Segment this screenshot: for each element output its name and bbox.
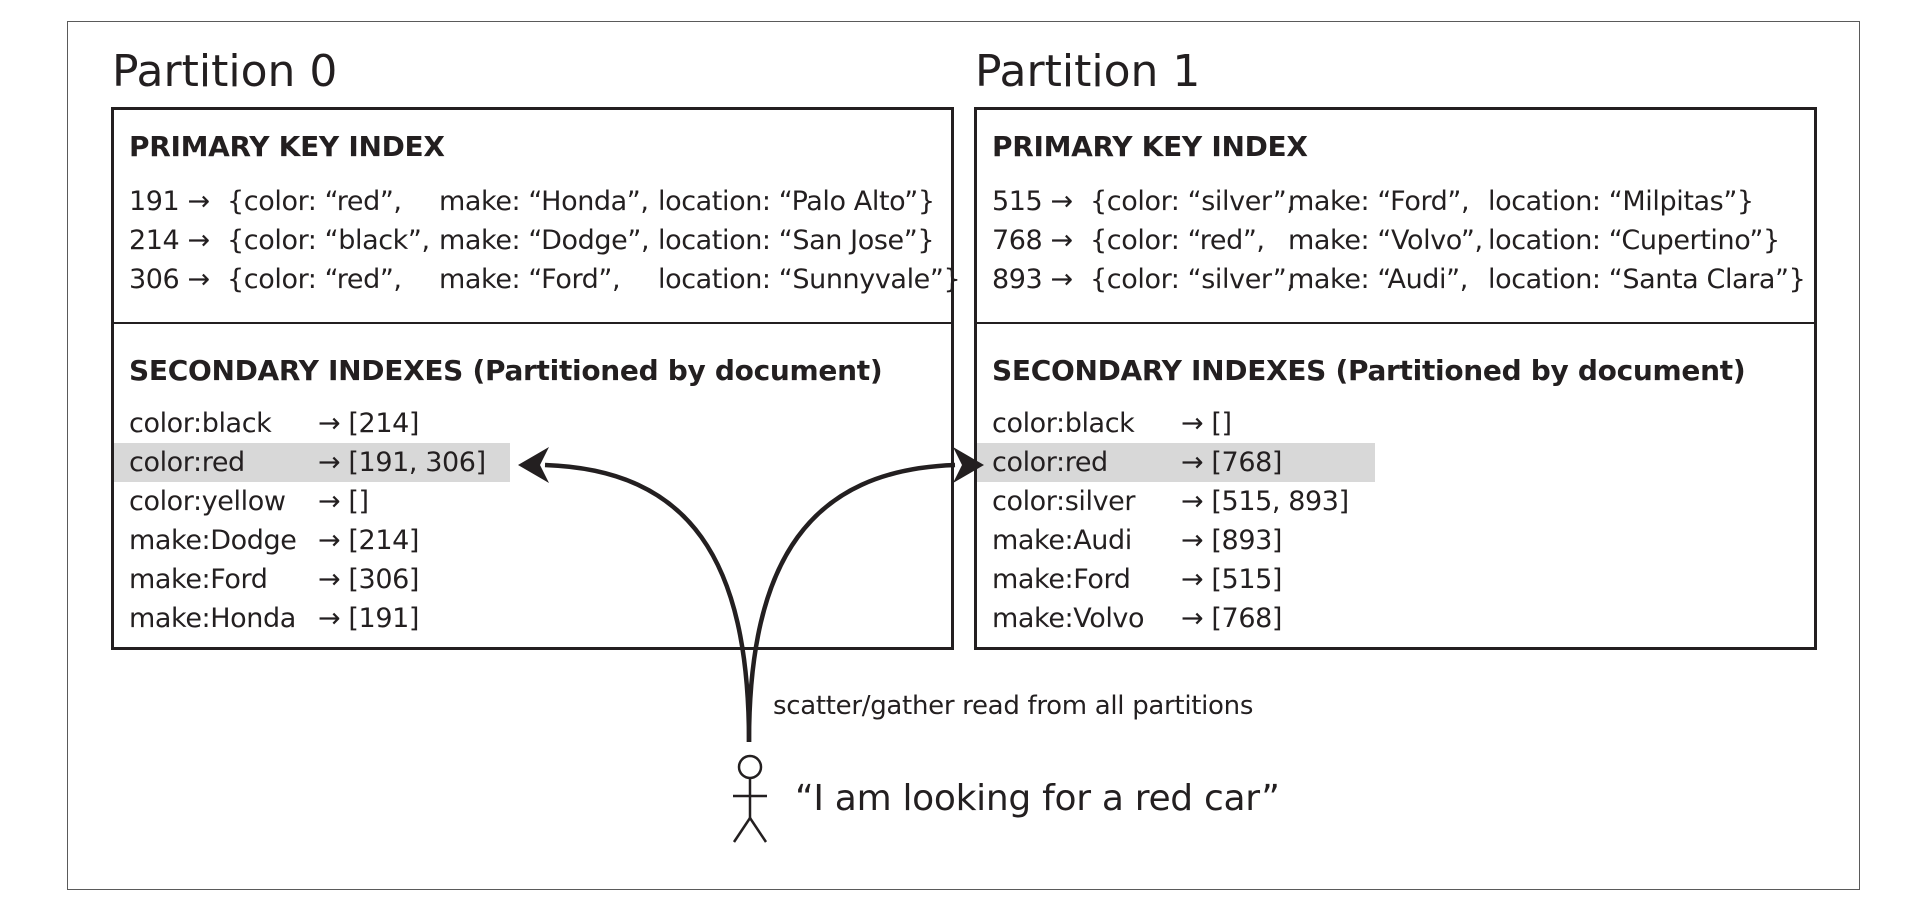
index-doc-ids: → [] bbox=[318, 486, 369, 517]
doc-color: {color: “silver”, bbox=[1090, 264, 1295, 295]
doc-make: make: “Volvo”, bbox=[1288, 225, 1483, 256]
secondary-indexes-heading: SECONDARY INDEXES (Partitioned by docume… bbox=[992, 354, 1746, 387]
doc-color: {color: “red”, bbox=[227, 186, 402, 217]
doc-make: make: “Honda”, bbox=[439, 186, 649, 217]
doc-location: location: “Santa Clara”} bbox=[1488, 264, 1806, 295]
doc-make: make: “Ford”, bbox=[439, 264, 621, 295]
primary-key-row: 515 → {color: “silver”, make: “Ford”, lo… bbox=[992, 182, 1812, 221]
doc-make: make: “Dodge”, bbox=[439, 225, 650, 256]
primary-key-row: 214 → {color: “black”, make: “Dodge”, lo… bbox=[129, 221, 949, 260]
primary-key-row: 768 → {color: “red”, make: “Volvo”, loca… bbox=[992, 221, 1812, 260]
doc-make: make: “Ford”, bbox=[1288, 186, 1470, 217]
secondary-index-rows: color:black → [] color:red → [768] color… bbox=[977, 404, 1814, 638]
index-doc-ids: → [214] bbox=[318, 525, 420, 556]
doc-location: location: “Milpitas”} bbox=[1488, 186, 1754, 217]
arrowhead-partition-0 bbox=[518, 447, 549, 483]
index-doc-ids: → [515, 893] bbox=[1181, 486, 1349, 517]
index-term: make:Ford bbox=[129, 564, 268, 595]
doc-location: location: “Cupertino”} bbox=[1488, 225, 1780, 256]
index-divider bbox=[114, 322, 951, 324]
partition-1-box: PRIMARY KEY INDEX 515 → {color: “silver”… bbox=[974, 107, 1817, 650]
secondary-index-row: make:Ford → [306] bbox=[114, 560, 510, 599]
index-term: color:black bbox=[129, 408, 272, 439]
secondary-indexes-heading: SECONDARY INDEXES (Partitioned by docume… bbox=[129, 354, 883, 387]
primary-key-index-rows: 191 → {color: “red”, make: “Honda”, loca… bbox=[129, 182, 961, 299]
partition-1-title: Partition 1 bbox=[975, 46, 1201, 97]
doc-id: 306 → bbox=[129, 264, 210, 295]
secondary-index-row: color:black → [214] bbox=[114, 404, 510, 443]
index-doc-ids: → [515] bbox=[1181, 564, 1283, 595]
index-term: color:yellow bbox=[129, 486, 286, 517]
primary-key-index-heading: PRIMARY KEY INDEX bbox=[992, 130, 1308, 163]
user-query-quote: “I am looking for a red car” bbox=[795, 778, 1280, 819]
partition-0-box: PRIMARY KEY INDEX 191 → {color: “red”, m… bbox=[111, 107, 961, 650]
scatter-gather-caption: scatter/gather read from all partitions bbox=[773, 691, 1254, 721]
primary-key-row: 893 → {color: “silver”, make: “Audi”, lo… bbox=[992, 260, 1812, 299]
doc-color: {color: “red”, bbox=[1090, 225, 1265, 256]
index-term: make:Dodge bbox=[129, 525, 297, 556]
index-term: color:black bbox=[992, 408, 1135, 439]
index-doc-ids: → [191, 306] bbox=[318, 447, 486, 478]
index-doc-ids: → [306] bbox=[318, 564, 420, 595]
doc-id: 893 → bbox=[992, 264, 1073, 295]
index-doc-ids: → [768] bbox=[1181, 603, 1283, 634]
doc-color: {color: “red”, bbox=[227, 264, 402, 295]
index-doc-ids: → [191] bbox=[318, 603, 420, 634]
doc-color: {color: “silver”, bbox=[1090, 186, 1295, 217]
secondary-index-row: make:Audi → [893] bbox=[977, 521, 1375, 560]
doc-id: 768 → bbox=[992, 225, 1073, 256]
index-term: color:red bbox=[129, 447, 245, 478]
secondary-index-row: color:black → [] bbox=[977, 404, 1375, 443]
secondary-index-row: make:Ford → [515] bbox=[977, 560, 1375, 599]
doc-id: 214 → bbox=[129, 225, 210, 256]
arrowhead-partition-1 bbox=[953, 447, 984, 483]
doc-location: location: “Palo Alto”} bbox=[658, 186, 935, 217]
doc-id: 191 → bbox=[129, 186, 210, 217]
secondary-index-row: make:Dodge → [214] bbox=[114, 521, 510, 560]
index-term: make:Volvo bbox=[992, 603, 1145, 634]
doc-color: {color: “black”, bbox=[227, 225, 430, 256]
arrow-to-partition-0 bbox=[544, 462, 752, 743]
primary-key-index-rows: 515 → {color: “silver”, make: “Ford”, lo… bbox=[992, 182, 1812, 299]
index-divider bbox=[977, 322, 1814, 324]
partition-0-title: Partition 0 bbox=[112, 46, 338, 97]
doc-make: make: “Audi”, bbox=[1288, 264, 1468, 295]
index-doc-ids: → [] bbox=[1181, 408, 1232, 439]
doc-location: location: “Sunnyvale”} bbox=[658, 264, 961, 295]
secondary-index-row: make:Honda → [191] bbox=[114, 599, 510, 638]
index-term: color:red bbox=[992, 447, 1108, 478]
index-term: make:Honda bbox=[129, 603, 296, 634]
figure-frame bbox=[67, 21, 1860, 890]
index-term: color:silver bbox=[992, 486, 1136, 517]
index-doc-ids: → [768] bbox=[1181, 447, 1283, 478]
secondary-index-row: color:silver → [515, 893] bbox=[977, 482, 1375, 521]
secondary-index-row: make:Volvo → [768] bbox=[977, 599, 1375, 638]
arrow-to-partition-1 bbox=[746, 462, 956, 743]
index-doc-ids: → [893] bbox=[1181, 525, 1283, 556]
doc-id: 515 → bbox=[992, 186, 1073, 217]
primary-key-row: 191 → {color: “red”, make: “Honda”, loca… bbox=[129, 182, 949, 221]
doc-location: location: “San Jose”} bbox=[658, 225, 935, 256]
secondary-index-row-highlighted: color:red → [768] bbox=[977, 443, 1375, 482]
user-stick-figure-icon bbox=[732, 754, 768, 843]
primary-key-row: 306 → {color: “red”, make: “Ford”, locat… bbox=[129, 260, 961, 299]
secondary-index-row: color:yellow → [] bbox=[114, 482, 510, 521]
primary-key-index-heading: PRIMARY KEY INDEX bbox=[129, 130, 445, 163]
secondary-index-rows: color:black → [214] color:red → [191, 30… bbox=[114, 404, 951, 638]
index-doc-ids: → [214] bbox=[318, 408, 420, 439]
index-term: make:Ford bbox=[992, 564, 1131, 595]
secondary-index-row-highlighted: color:red → [191, 306] bbox=[114, 443, 510, 482]
index-term: make:Audi bbox=[992, 525, 1132, 556]
